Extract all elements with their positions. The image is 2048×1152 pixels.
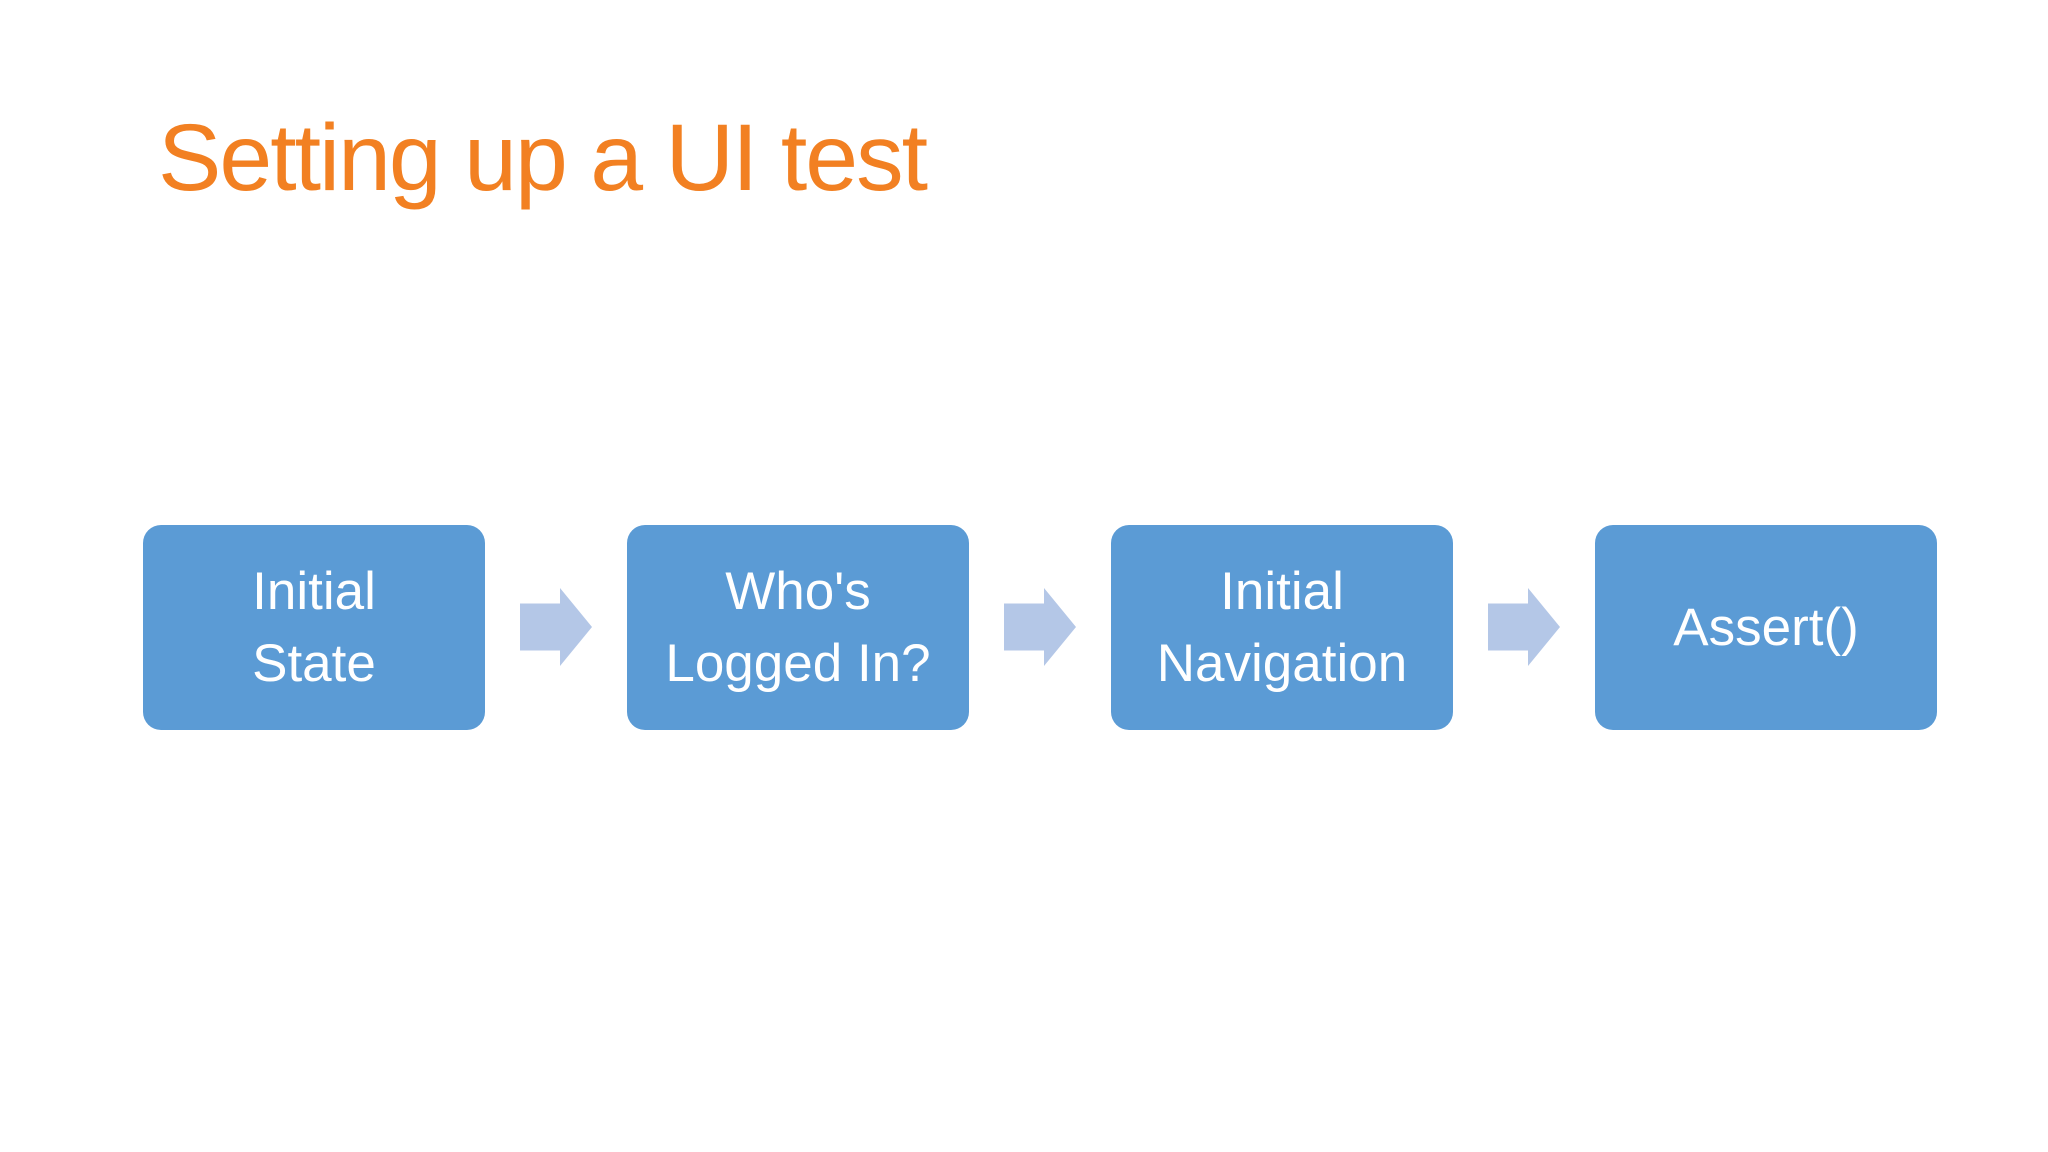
flow-step-label: Who's Logged In? (665, 561, 931, 693)
flow-step-initial-navigation: Initial Navigation (1111, 525, 1453, 730)
right-block-arrow-icon (1488, 588, 1560, 666)
flow-step-label: Initial Navigation (1156, 561, 1408, 693)
flow-step-label: Assert() (1673, 597, 1859, 657)
flow-step-assert: Assert() (1595, 525, 1937, 730)
flow-step-whos-logged-in: Who's Logged In? (627, 525, 969, 730)
flow-step-label: Initial State (252, 561, 376, 693)
right-block-arrow-icon (1004, 588, 1076, 666)
flow-step-initial-state: Initial State (143, 525, 485, 730)
right-block-arrow-icon (520, 588, 592, 666)
slide-title: Setting up a UI test (158, 105, 928, 211)
